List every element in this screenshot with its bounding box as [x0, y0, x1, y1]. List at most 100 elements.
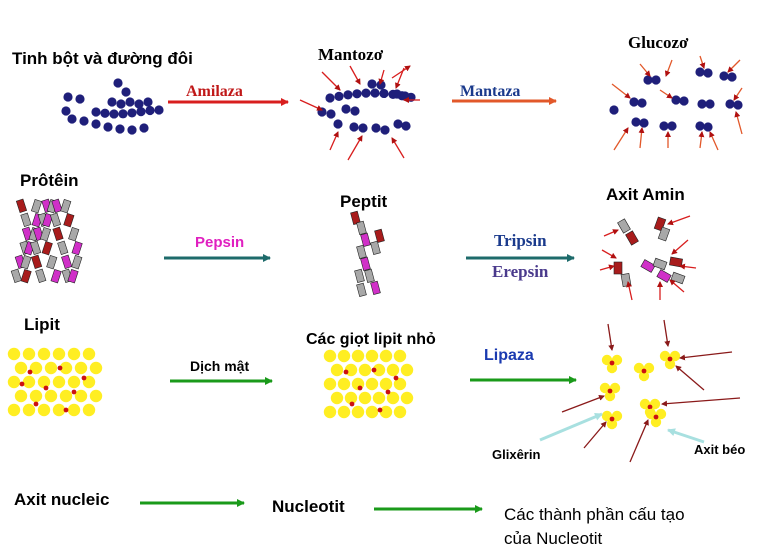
fat-globule-unit — [37, 403, 51, 417]
sugar-bead — [370, 88, 380, 98]
sugar-bead — [367, 79, 377, 89]
glycerol-link-dot — [357, 385, 363, 391]
enzyme-pointer-arrow — [378, 69, 385, 85]
enzyme-pointer-arrow — [391, 65, 411, 79]
amino-acid-unit — [360, 232, 371, 247]
enzyme-pointer-arrow — [663, 319, 671, 347]
fat-globule-unit — [386, 363, 400, 377]
enzyme-pointer-arrow — [321, 71, 341, 91]
fat-globule-unit — [655, 408, 667, 420]
amino-acid-unit — [41, 240, 53, 256]
label-peptit: Peptit — [340, 192, 388, 211]
sugar-bead — [703, 68, 713, 78]
starch-chain-molecules — [61, 78, 164, 135]
fatty-acid-pointer — [667, 428, 705, 444]
sugar-bead — [637, 98, 647, 108]
glycerol-link-dot — [641, 368, 647, 374]
fat-globule-unit — [37, 375, 51, 389]
sugar-bead — [349, 122, 359, 132]
label-amilaza: Amilaza — [186, 83, 243, 100]
amino-acid-unit — [356, 220, 367, 235]
fat-globule-unit — [67, 375, 81, 389]
glycerol-link-dot — [19, 381, 25, 387]
sugar-bead — [113, 78, 123, 88]
fat-globule-unit — [37, 347, 51, 361]
sugar-bead — [91, 119, 101, 129]
fat-globule-unit — [337, 377, 351, 391]
label-mantozo: Mantozơ — [318, 45, 384, 64]
fat-globule-unit — [372, 391, 386, 405]
sugar-bead — [341, 104, 351, 114]
glycerol-link-dot — [349, 401, 355, 407]
amino-acid-unit — [656, 269, 672, 283]
sugar-bead — [352, 89, 362, 99]
sugar-bead — [727, 72, 737, 82]
fat-globule-unit — [393, 405, 407, 419]
amino-acid-unit — [15, 198, 28, 214]
glycerol-link-dot — [81, 375, 87, 381]
sugar-bead — [118, 109, 128, 119]
amino-acid-unit — [356, 282, 367, 297]
fat-globule-unit — [664, 358, 676, 370]
enzyme-pointer-arrow — [603, 229, 619, 237]
sugar-bead — [75, 94, 85, 104]
fat-globule-unit — [604, 390, 616, 402]
fat-globule-unit — [337, 405, 351, 419]
sugar-bead — [115, 124, 125, 134]
fat-globule-unit — [74, 361, 88, 375]
fat-globule-unit — [323, 349, 337, 363]
sugar-bead — [697, 99, 707, 109]
enzyme-pointer-arrow — [699, 55, 706, 69]
sugar-bead — [334, 91, 344, 101]
fat-globule-unit — [14, 361, 28, 375]
amino-acid-unit — [30, 198, 43, 214]
fat-globule-unit — [638, 370, 650, 382]
sugar-bead — [79, 116, 89, 126]
fat-globule-unit — [358, 363, 372, 377]
fat-globule-unit — [400, 391, 414, 405]
fat-globule-unit — [611, 354, 623, 366]
amino-acid-unit — [354, 268, 365, 283]
amino-acid-unit — [20, 212, 32, 228]
amino-acid-unit — [364, 268, 375, 283]
label-starch: Tinh bột và đường đôi — [12, 49, 193, 68]
fat-globule-unit — [59, 361, 73, 375]
fat-globule-unit — [52, 375, 66, 389]
amino-acid-unit — [42, 212, 54, 228]
fat-globule-unit — [7, 375, 21, 389]
label-erepsin: Erepsin — [492, 262, 549, 281]
fat-globule-unit — [52, 403, 66, 417]
enzyme-pointer-arrow — [391, 137, 405, 159]
glycerol-link-dot — [385, 389, 391, 395]
sugar-bead — [107, 97, 117, 107]
enzyme-pointer-arrow — [679, 263, 697, 270]
glucose-molecules — [609, 67, 743, 132]
enzyme-pointer-arrow — [669, 279, 685, 293]
enzyme-pointer-arrow — [638, 127, 645, 149]
glycerin-pointer — [539, 412, 603, 442]
glycerol-link-dot — [609, 416, 615, 422]
fat-globule-large — [7, 347, 103, 417]
glycerol-fatty-acid-pieces — [599, 350, 681, 430]
label-mantaza: Mantaza — [460, 83, 520, 100]
fat-globule-unit — [611, 410, 623, 422]
amino-acid-unit — [67, 268, 79, 284]
enzyme-pointer-arrow — [299, 99, 323, 111]
sugar-bead — [333, 119, 343, 129]
fat-globule-unit — [337, 349, 351, 363]
sugar-bead — [361, 88, 371, 98]
fat-globule-unit — [393, 377, 407, 391]
fat-globule-unit — [344, 391, 358, 405]
amino-acid-unit — [617, 218, 631, 234]
fat-globule-unit — [358, 391, 372, 405]
enzyme-pointer-arrow — [639, 63, 651, 77]
fat-globule-unit — [22, 347, 36, 361]
fat-globule-unit — [372, 363, 386, 377]
fat-globule-unit — [29, 389, 43, 403]
fat-globule-unit — [7, 403, 21, 417]
sugar-bead — [121, 87, 131, 97]
amino-acid-unit — [620, 273, 632, 287]
sugar-bead — [325, 93, 335, 103]
amino-acid-unit — [52, 226, 64, 242]
sugar-bead — [326, 109, 336, 119]
